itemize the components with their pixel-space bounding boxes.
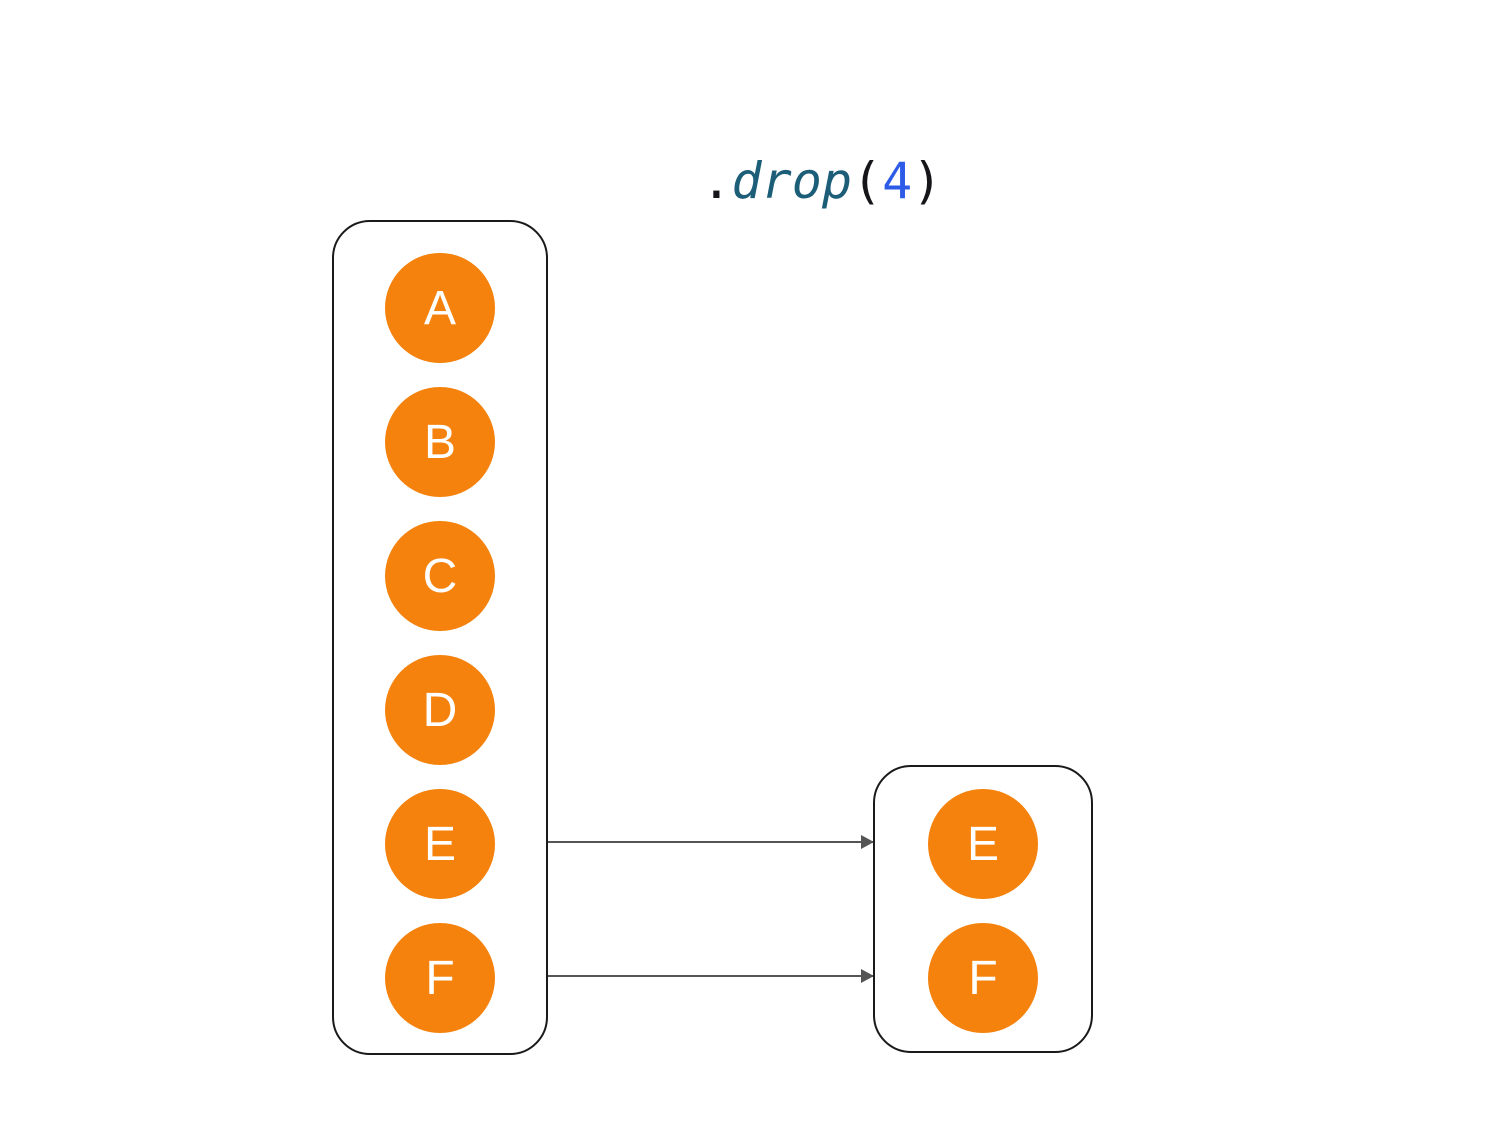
- code-token-function: drop: [731, 152, 852, 210]
- source-item-d: D: [385, 655, 495, 765]
- source-item-f: F: [385, 923, 495, 1033]
- code-token-argument: 4: [882, 152, 913, 210]
- result-collection-box: E F: [873, 765, 1093, 1053]
- source-item-a: A: [385, 253, 495, 363]
- flow-arrow-e: [548, 835, 874, 849]
- source-item-b: B: [385, 387, 495, 497]
- code-expression: .drop(4): [581, 88, 942, 274]
- flow-arrow-f: [548, 969, 874, 983]
- source-collection-box: A B C D E F: [332, 220, 548, 1055]
- code-token-close-paren: ): [912, 152, 943, 210]
- result-item-e: E: [928, 789, 1038, 899]
- code-token-open-paren: (: [851, 152, 883, 210]
- source-item-c: C: [385, 521, 495, 631]
- code-token-dot: .: [701, 152, 732, 210]
- source-item-e: E: [385, 789, 495, 899]
- result-item-f: F: [928, 923, 1038, 1033]
